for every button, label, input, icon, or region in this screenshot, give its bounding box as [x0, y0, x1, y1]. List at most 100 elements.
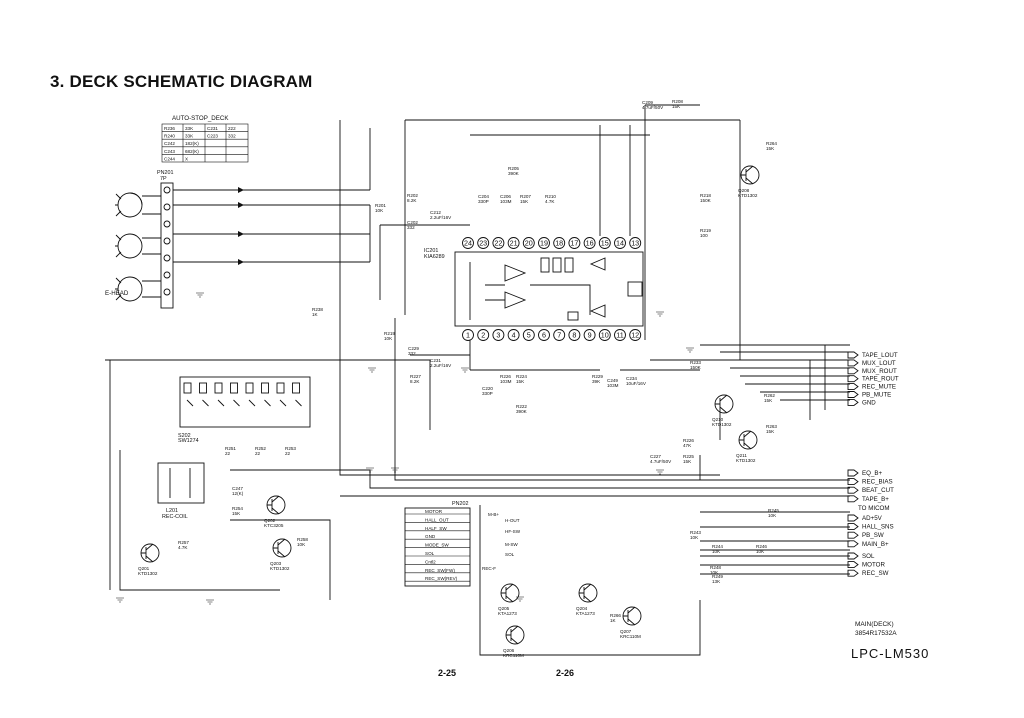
component-ref: R202 — [407, 193, 418, 198]
ic-pin-number: 3 — [496, 331, 500, 340]
pn202-ref: PN202 — [452, 501, 468, 507]
component-ref: R219 — [384, 331, 395, 336]
component-value: 330P — [482, 391, 493, 396]
signal-arrow — [847, 495, 859, 503]
component-value: 4.7uF/50V — [642, 105, 664, 110]
component-value: 15K — [516, 379, 525, 384]
pn201-pin — [163, 220, 171, 228]
transistor-part: KTD1302 — [712, 422, 732, 427]
switch-blade — [264, 399, 271, 407]
net-label: M-B+ — [488, 512, 499, 517]
board-label: MAIN(DECK) 3854R17532A — [855, 620, 897, 638]
signal-label: PB_SW — [862, 532, 884, 539]
ic-pin — [462, 237, 474, 249]
switch-blade — [233, 399, 240, 407]
board-code: 3854R17532A — [855, 630, 897, 637]
ic-pin-number: 8 — [572, 331, 576, 340]
component-ref: R253 — [285, 446, 296, 451]
signal-arrow — [847, 561, 859, 569]
output-connector-1: TAPE_LOUTMUX_LOUTMUX_ROUTTAPE_ROUTREC_MU… — [847, 351, 899, 406]
signal-label: MUX_LOUT — [862, 360, 896, 367]
s202-part: SW1274 — [178, 438, 199, 444]
ic-pin-number: 2 — [481, 331, 485, 340]
component-ref: R244 — [712, 544, 723, 549]
pn202-pin-label: MOTOR — [425, 509, 443, 514]
ic-pin — [522, 237, 535, 249]
signal-arrow — [847, 469, 859, 477]
component-value: 100 — [700, 233, 708, 238]
component-ref: R248 — [710, 565, 721, 570]
ic-pin — [553, 237, 566, 249]
signal-label: AD+5V — [862, 515, 883, 522]
component-ref: R201 — [375, 203, 386, 208]
pn202-pin-label: REC_SW(REV) — [425, 576, 458, 581]
auto-stop-cell: 33K — [185, 126, 194, 131]
component-value: 47K — [683, 443, 692, 448]
tape-heads: PN201 7P E-HEAD — [105, 170, 370, 309]
component-value: 15K — [520, 199, 529, 204]
transistor-part: KTD1302 — [736, 458, 756, 463]
switch-contact — [261, 382, 269, 394]
ic-pin-number: 11 — [616, 331, 623, 340]
ic-pin — [629, 237, 642, 249]
transistor-part: KTA1273 — [498, 611, 517, 616]
ic201-part: KIA6289 — [424, 254, 445, 260]
ic-pin-number: 13 — [631, 239, 639, 248]
ic-pin-number: 22 — [494, 239, 502, 248]
component-ref: C229 — [408, 346, 419, 351]
component-value: 4.7K — [178, 545, 188, 550]
component-value: 1K — [312, 312, 319, 317]
pn202-pin-label: Cntl2 — [425, 559, 436, 564]
component-value: 332 — [407, 225, 415, 230]
component-ref: R210 — [545, 194, 556, 199]
component-ref: R254 — [232, 506, 243, 511]
transistor-ref: Q202 — [264, 518, 276, 523]
ic-pin-number: 12 — [631, 331, 639, 340]
signal-arrow — [847, 391, 859, 398]
pn202-pin-label: SOL — [425, 551, 435, 556]
component-value: 150K — [700, 198, 712, 203]
component-value: 10K — [756, 549, 765, 554]
component-value: 22 — [285, 451, 291, 456]
signal-arrow — [847, 478, 859, 486]
ic-pin — [583, 329, 596, 341]
signal-label: TAPE_ROUT — [862, 376, 899, 383]
signal-label: MUX_ROUT — [862, 368, 897, 375]
ic-pin — [598, 237, 611, 249]
ic-pin-number: 16 — [586, 239, 594, 248]
component-ref: R264 — [766, 141, 777, 146]
component-ref: R257 — [178, 540, 189, 545]
component-ref: R233 — [690, 360, 701, 365]
component-ref: R219 — [700, 228, 711, 233]
ic-pin — [598, 329, 611, 341]
signal-label: GND — [862, 399, 876, 406]
component-value: 390K — [508, 171, 520, 176]
component-value: 10K — [768, 513, 777, 518]
component-ref: C234 — [626, 376, 637, 381]
component-ref: C231 — [430, 358, 441, 363]
ic-pin-number: 14 — [616, 239, 624, 248]
pn201-pin — [163, 288, 171, 296]
switch-contact — [292, 382, 300, 394]
ic-pin — [583, 237, 596, 249]
pn201-pin — [163, 203, 171, 211]
signal-label: HALL_SNS — [862, 524, 894, 531]
signal-label: REC_SW — [862, 570, 889, 577]
component-ref: R222 — [516, 404, 527, 409]
switch-contact — [230, 382, 238, 394]
component-ref: C202 — [407, 220, 418, 225]
component-ref: R227 — [410, 374, 421, 379]
component-ref: R243 — [690, 530, 701, 535]
auto-stop-cell: C223 — [207, 134, 218, 139]
component-ref: R208 — [672, 99, 683, 104]
component-ref: R226 — [683, 438, 694, 443]
ic-pin — [538, 237, 550, 249]
ic-pin-number: 20 — [525, 239, 533, 248]
signal-arrow — [847, 531, 859, 539]
ic-pin-number: 21 — [510, 239, 518, 248]
ic201-ref: IC201 — [424, 248, 438, 254]
pn201-pin — [163, 186, 171, 194]
transistor-ref: Q211 — [736, 453, 747, 458]
